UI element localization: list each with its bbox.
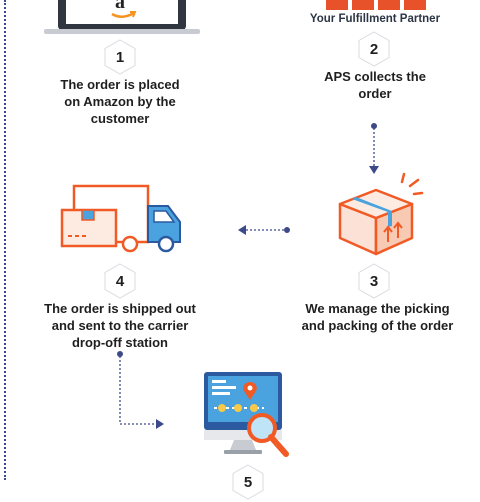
step-2-caption: APS collects the order — [324, 69, 426, 101]
left-dotted-border — [4, 0, 6, 480]
step-number-3: 3 — [354, 261, 394, 301]
package-box-icon — [338, 172, 424, 256]
monitor-tracking-icon — [204, 372, 289, 457]
step-number-5: 5 — [228, 462, 268, 502]
step-4-caption: The order is shipped out and sent to the… — [44, 301, 196, 350]
step-3-caption: We manage the picking and packing of the… — [301, 301, 454, 333]
svg-text:a: a — [115, 0, 125, 13]
arrow-down-step2-to-step3 — [369, 123, 379, 174]
aps-logo-icon — [326, 0, 426, 10]
arrow-elbow-step4-to-step5 — [117, 351, 164, 429]
step-number-1: 1 — [100, 37, 140, 77]
step-number-4: 4 — [100, 261, 140, 301]
partner-tagline: Your Fulfillment Partner — [309, 13, 441, 25]
delivery-truck-icon — [60, 184, 181, 253]
laptop-amazon-icon: a — [44, 0, 200, 34]
step-number-2: 2 — [354, 29, 394, 69]
step-1-caption: The order is placed on Amazon by the cus… — [60, 77, 180, 126]
arrow-left-step3-to-step4 — [238, 225, 290, 235]
